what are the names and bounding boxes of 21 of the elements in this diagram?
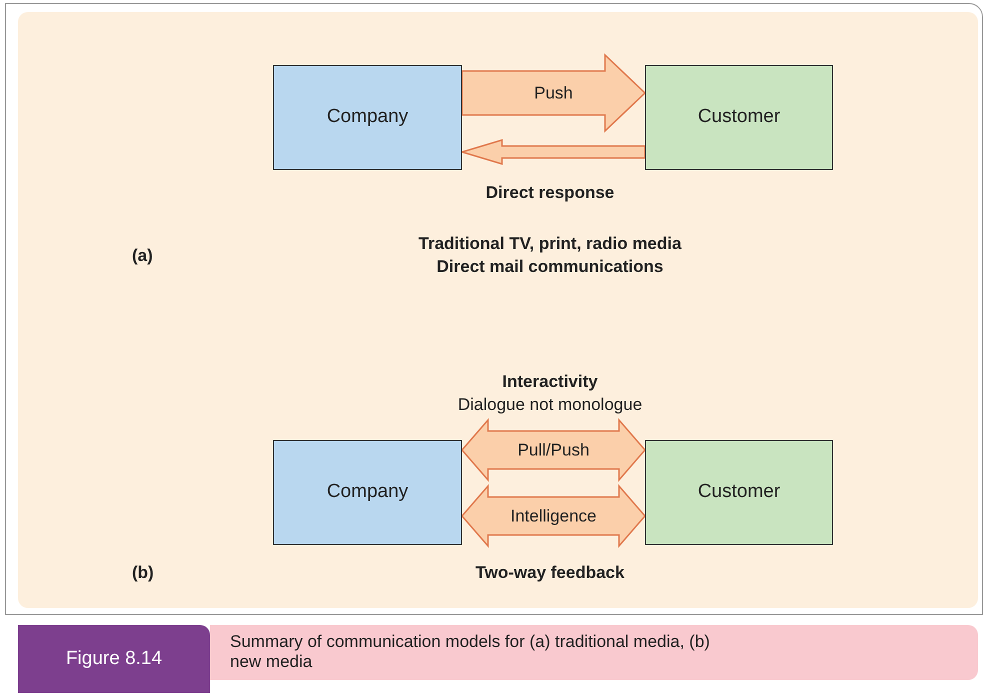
text-label: (b) bbox=[132, 562, 154, 584]
text-label: Direct mail communications bbox=[436, 256, 664, 278]
edge-label: Pull/Push bbox=[518, 439, 590, 462]
entity-box: Company bbox=[273, 65, 462, 170]
caption-text: Summary of communication models for (a) traditional media, (b) new media bbox=[230, 632, 711, 672]
edge-label: Intelligence bbox=[510, 505, 596, 528]
block-arrow bbox=[461, 484, 646, 548]
edge-label: Push bbox=[534, 82, 573, 104]
block-arrow bbox=[459, 139, 646, 165]
text-label: (a) bbox=[132, 245, 153, 267]
entity-box: Customer bbox=[645, 440, 833, 545]
entity-box: Company bbox=[273, 440, 462, 545]
text-label: Direct response bbox=[484, 182, 616, 204]
text-label: Interactivity bbox=[501, 371, 599, 393]
text-label: Dialogue not monologue bbox=[456, 394, 644, 416]
entity-box: Customer bbox=[645, 65, 833, 170]
block-arrow bbox=[461, 53, 646, 133]
figure-number: Figure 8.14 bbox=[18, 625, 210, 693]
block-arrow bbox=[461, 418, 646, 482]
text-label: Traditional TV, print, radio media bbox=[418, 233, 682, 255]
text-label: Two-way feedback bbox=[474, 562, 626, 584]
